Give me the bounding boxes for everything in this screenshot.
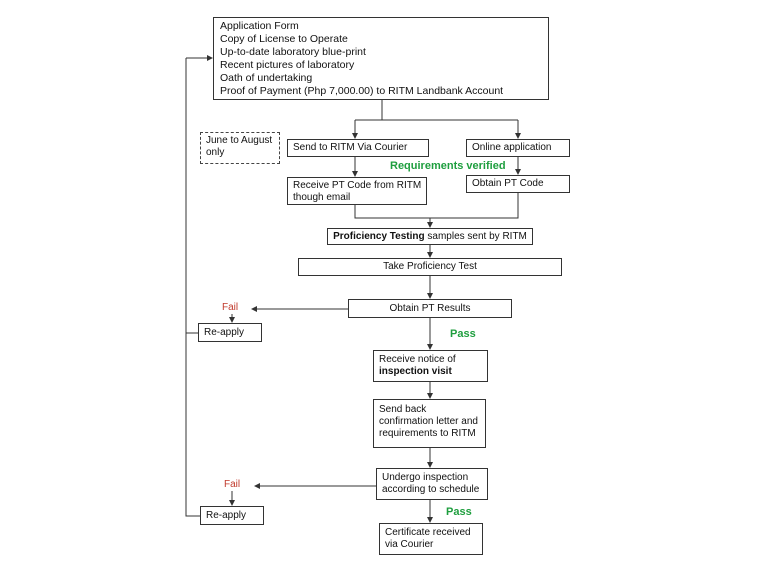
samples-sent-box: Proficiency Testing samples sent by RITM: [327, 228, 533, 245]
requirements-verified-label: Requirements verified: [390, 160, 506, 172]
samples-label-rest: samples sent by RITM: [424, 230, 527, 242]
requirement-item: Oath of undertaking: [220, 72, 313, 84]
requirement-item: Application Form: [220, 20, 299, 32]
obtain-pt-code-box: Obtain PT Code: [466, 175, 570, 193]
undergo-inspection-box: Undergo inspection according to schedule: [376, 468, 488, 500]
notice-line-bold: inspection visit: [379, 366, 452, 377]
connector: [354, 205, 430, 219]
certificate-line: via Courier: [385, 539, 434, 550]
samples-label-bold: Proficiency Testing: [333, 230, 425, 242]
requirement-item: Recent pictures of laboratory: [220, 59, 355, 71]
samples-label: Proficiency Testing samples sent by RITM: [333, 231, 527, 243]
certificate-box: Certificate received via Courier: [379, 523, 483, 555]
receive-code-line: though email: [293, 192, 351, 203]
send-back-line: requirements to RITM: [379, 428, 476, 439]
certificate-line: Certificate received: [385, 527, 471, 538]
connector: [185, 58, 198, 334]
pass-label-1: Pass: [450, 328, 476, 340]
fail-label-1: Fail: [222, 302, 239, 313]
receive-code-line: Receive PT Code from RITM: [293, 180, 422, 191]
inspection-line: Undergo inspection: [382, 472, 469, 483]
requirement-item: Up-to-date laboratory blue-print: [220, 46, 366, 58]
connector: [430, 193, 519, 219]
take-proficiency-test-box: Take Proficiency Test: [298, 258, 562, 276]
fail-label-2: Fail: [224, 479, 241, 490]
pass-label-2: Pass: [446, 506, 472, 518]
reapply-label: Re-apply: [206, 509, 247, 521]
online-application-box: Online application: [466, 139, 570, 157]
notice-line: Receive notice of: [379, 354, 456, 365]
schedule-note: June to August only: [200, 132, 280, 164]
courier-label: Send to RITM Via Courier: [293, 142, 408, 153]
inspection-line: according to schedule: [382, 484, 480, 495]
reapply-box-1: Re-apply: [198, 323, 262, 342]
requirement-item: Copy of License to Operate: [220, 33, 348, 45]
obtain-pt-results-box: Obtain PT Results: [348, 299, 512, 318]
send-back-line: confirmation letter and: [379, 416, 478, 427]
receive-notice-box: Receive notice of inspection visit: [373, 350, 488, 382]
reapply-box-2: Re-apply: [200, 506, 264, 525]
send-via-courier-box: Send to RITM Via Courier: [287, 139, 429, 157]
requirements-box: Application Form Copy of License to Oper…: [213, 17, 549, 100]
obtain-code-label: Obtain PT Code: [472, 178, 544, 189]
send-back-box: Send back confirmation letter and requir…: [373, 399, 486, 448]
reapply-label: Re-apply: [204, 326, 245, 338]
requirement-item: Proof of Payment (Php 7,000.00) to RITM …: [220, 85, 504, 97]
results-label: Obtain PT Results: [389, 302, 471, 314]
connector: [185, 330, 200, 517]
send-back-line: Send back: [379, 404, 427, 415]
note-line: June to August: [206, 135, 273, 146]
take-test-label: Take Proficiency Test: [383, 261, 477, 272]
online-label: Online application: [472, 142, 552, 153]
receive-pt-code-box: Receive PT Code from RITM though email: [287, 177, 427, 205]
note-line: only: [206, 147, 225, 158]
